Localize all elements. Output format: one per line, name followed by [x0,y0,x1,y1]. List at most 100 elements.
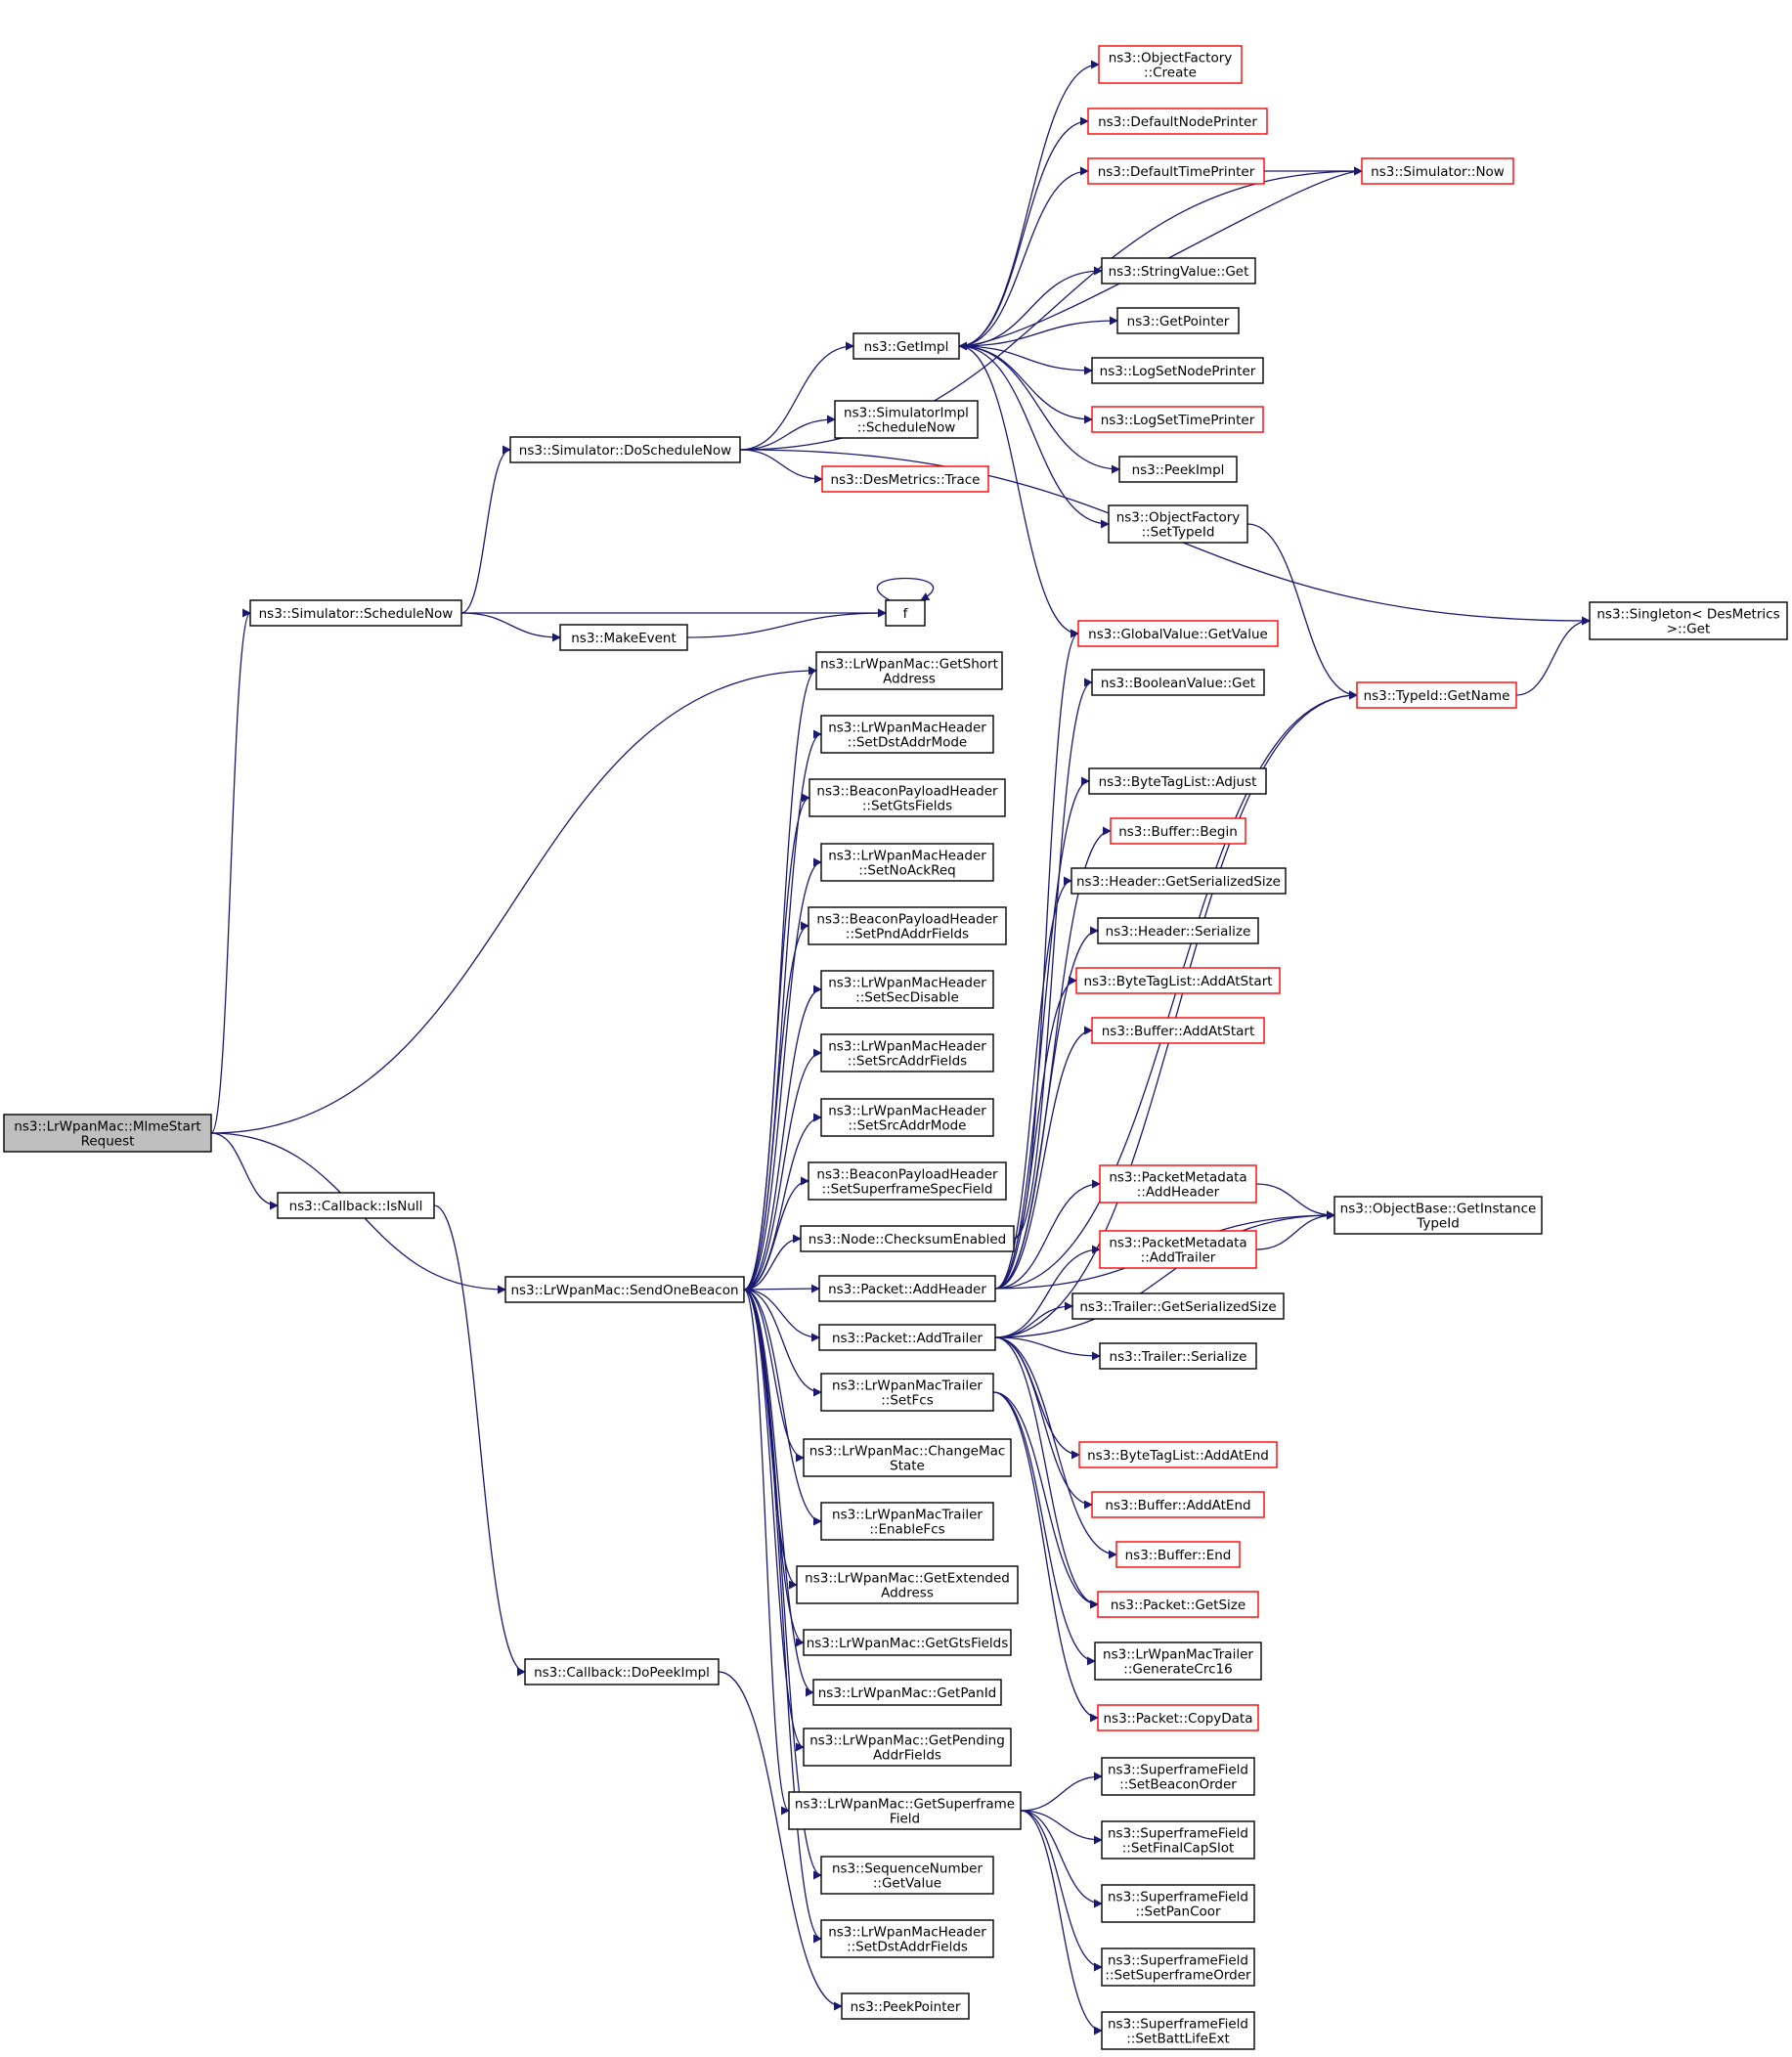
node-pktaddhdr[interactable]: ns3::Packet::AddHeader [818,1275,996,1302]
node-box [559,624,688,651]
node-setdstmode[interactable]: ns3::LrWpanMacHeader::SetDstAddrMode [820,715,994,754]
node-sfbeacon[interactable]: ns3::SuperframeField::SetBeaconOrder [1101,1757,1255,1796]
node-doschednow[interactable]: ns3::Simulator::DoScheduleNow [509,436,741,463]
node-trlser[interactable]: ns3::Trailer::Serialize [1099,1342,1257,1370]
node-pmaddtrl[interactable]: ns3::PacketMetadata::AddTrailer [1099,1230,1257,1269]
node-defnodeprinter[interactable]: ns3::DefaultNodePrinter [1087,108,1268,135]
node-setnoack[interactable]: ns3::LrWpanMacHeader::SetNoAckReq [820,843,994,882]
node-ofsettype[interactable]: ns3::ObjectFactory::SetTypeId [1108,504,1248,544]
node-makeevent[interactable]: ns3::MakeEvent [559,624,688,651]
node-ofcreate[interactable]: ns3::ObjectFactory::Create [1098,45,1243,84]
node-getpanid[interactable]: ns3::LrWpanMac::GetPanId [812,1679,1002,1706]
node-hdrgetsize[interactable]: ns3::Header::GetSerializedSize [1071,867,1287,895]
node-logsetnode[interactable]: ns3::LogSetNodePrinter [1091,357,1264,384]
node-enablefcs[interactable]: ns3::LrWpanMacTrailer::EnableFcs [820,1502,994,1541]
node-label: ns3::LogSetTimePrinter [1101,413,1255,428]
node-getimpl[interactable]: ns3::GetImpl [852,332,960,360]
node-label: ::SetTypeId [1142,525,1215,541]
node-getpointer[interactable]: ns3::GetPointer [1116,307,1240,334]
edge-schednow-to-makeevent [460,612,561,642]
node-label: f [903,606,909,622]
node-label: ::SetFcs [881,1393,934,1409]
node-setpnd[interactable]: ns3::BeaconPayloadHeader::SetPndAddrFiel… [808,906,1007,945]
node-btladdstart[interactable]: ns3::ByteTagList::AddAtStart [1075,967,1281,994]
node-box [820,1502,994,1541]
node-label: ns3::PacketMetadata [1109,1236,1246,1251]
node-box [1098,45,1243,84]
node-setgts[interactable]: ns3::BeaconPayloadHeader::SetGtsFields [809,778,1006,817]
node-setsuperspec[interactable]: ns3::BeaconPayloadHeader::SetSuperframeS… [808,1161,1007,1201]
node-pktgetsize[interactable]: ns3::Packet::GetSize [1097,1591,1259,1618]
node-boolvalget[interactable]: ns3::BooleanValue::Get [1091,669,1265,696]
node-simnow[interactable]: ns3::Simulator::Now [1361,157,1514,185]
node-sffinalcap[interactable]: ns3::SuperframeField::SetFinalCapSlot [1101,1820,1255,1860]
node-schednow[interactable]: ns3::Simulator::ScheduleNow [249,599,462,627]
node-singletonget[interactable]: ns3::Singleton< DesMetrics>::Get [1589,601,1788,640]
node-typeidgetname[interactable]: ns3::TypeId::GetName [1356,681,1517,709]
node-simimplsched[interactable]: ns3::SimulatorImpl::ScheduleNow [834,400,979,439]
node-sendbeacon[interactable]: ns3::LrWpanMac::SendOneBeacon [504,1276,745,1303]
node-setsrcfields[interactable]: ns3::LrWpanMacHeader::SetSrcAddrFields [820,1033,994,1072]
edge-sendbeacon-to-setsrcfields [743,1048,822,1291]
node-label: ns3::BooleanValue::Get [1101,676,1255,691]
node-sfbatt[interactable]: ns3::SuperframeField::SetBattLifeExt [1101,2011,1255,2050]
node-setsrcmode[interactable]: ns3::LrWpanMacHeader::SetSrcAddrMode [820,1098,994,1137]
node-label: ns3::GetPointer [1127,314,1230,329]
node-pmaddhdr[interactable]: ns3::PacketMetadata::AddHeader [1099,1164,1257,1204]
edge-sendbeacon-to-setsuperspec [743,1176,809,1291]
node-peekptr[interactable]: ns3::PeekPointer [841,1992,970,2020]
node-box [1361,157,1514,185]
node-bufaddstart[interactable]: ns3::Buffer::AddAtStart [1091,1017,1265,1044]
node-f[interactable]: f [885,599,926,627]
node-sfpancoor[interactable]: ns3::SuperframeField::SetPanCoor [1101,1884,1255,1923]
node-pktcopy[interactable]: ns3::Packet::CopyData [1097,1704,1259,1731]
node-label: ns3::LrWpanMacTrailer [832,1508,983,1523]
node-pktaddtrl[interactable]: ns3::Packet::AddTrailer [818,1324,996,1351]
node-trlgetsize[interactable]: ns3::Trailer::GetSerializedSize [1071,1292,1285,1320]
node-getgts[interactable]: ns3::LrWpanMac::GetGtsFields [803,1629,1012,1656]
node-checksum[interactable]: ns3::Node::ChecksumEnabled [800,1225,1015,1252]
node-label: ns3::PeekPointer [851,1999,961,2015]
node-box [1101,1884,1255,1923]
node-bufend[interactable]: ns3::Buffer::End [1115,1541,1241,1568]
node-seqgetval[interactable]: ns3::SequenceNumber::GetValue [820,1856,994,1895]
node-label: ::SetBattLifeExt [1126,2032,1230,2047]
node-hdrser[interactable]: ns3::Header::Serialize [1097,917,1259,944]
node-gencrc[interactable]: ns3::LrWpanMacTrailer::GenerateCrc16 [1094,1641,1262,1681]
node-box [821,465,989,493]
node-dopeek[interactable]: ns3::Callback::DoPeekImpl [524,1658,720,1685]
node-label: ::SetSuperframeOrder [1105,1968,1251,1984]
node-btladjust[interactable]: ns3::ByteTagList::Adjust [1088,767,1267,795]
node-label: ns3::LogSetNodePrinter [1100,364,1256,379]
node-label: ns3::ByteTagList::AddAtEnd [1087,1448,1269,1464]
node-sfsuperorder[interactable]: ns3::SuperframeField::SetSuperframeOrder [1101,1948,1255,1987]
edge-pmaddtrl-to-objgetinst [1255,1210,1335,1250]
node-bufaddend[interactable]: ns3::Buffer::AddAtEnd [1091,1491,1265,1518]
node-bufbegin[interactable]: ns3::Buffer::Begin [1110,817,1246,845]
edge-makeevent-to-f [686,608,887,638]
node-label: ns3::Buffer::AddAtStart [1102,1024,1255,1039]
node-label: ns3::PacketMetadata [1109,1170,1246,1186]
node-setdstfields[interactable]: ns3::LrWpanMacHeader::SetDstAddrFields [820,1919,994,1958]
node-box [820,1098,994,1137]
node-strvalget[interactable]: ns3::StringValue::Get [1101,257,1256,284]
node-label: TypeId [1416,1216,1460,1232]
node-setsecdis[interactable]: ns3::LrWpanMacHeader::SetSecDisable [820,970,994,1009]
node-logsettime[interactable]: ns3::LogSetTimePrinter [1091,406,1264,433]
node-desmtrace[interactable]: ns3::DesMetrics::Trace [821,465,989,493]
node-btladdend[interactable]: ns3::ByteTagList::AddAtEnd [1078,1441,1278,1468]
node-deftimeprinter[interactable]: ns3::DefaultTimePrinter [1087,157,1265,185]
node-isnull[interactable]: ns3::Callback::IsNull [277,1192,435,1219]
node-peekimpl[interactable]: ns3::PeekImpl [1118,456,1238,483]
node-setfcs[interactable]: ns3::LrWpanMacTrailer::SetFcs [820,1373,994,1412]
node-globalvalget[interactable]: ns3::GlobalValue::GetValue [1077,620,1279,647]
node-label: ::SetBeaconOrder [1119,1777,1237,1793]
